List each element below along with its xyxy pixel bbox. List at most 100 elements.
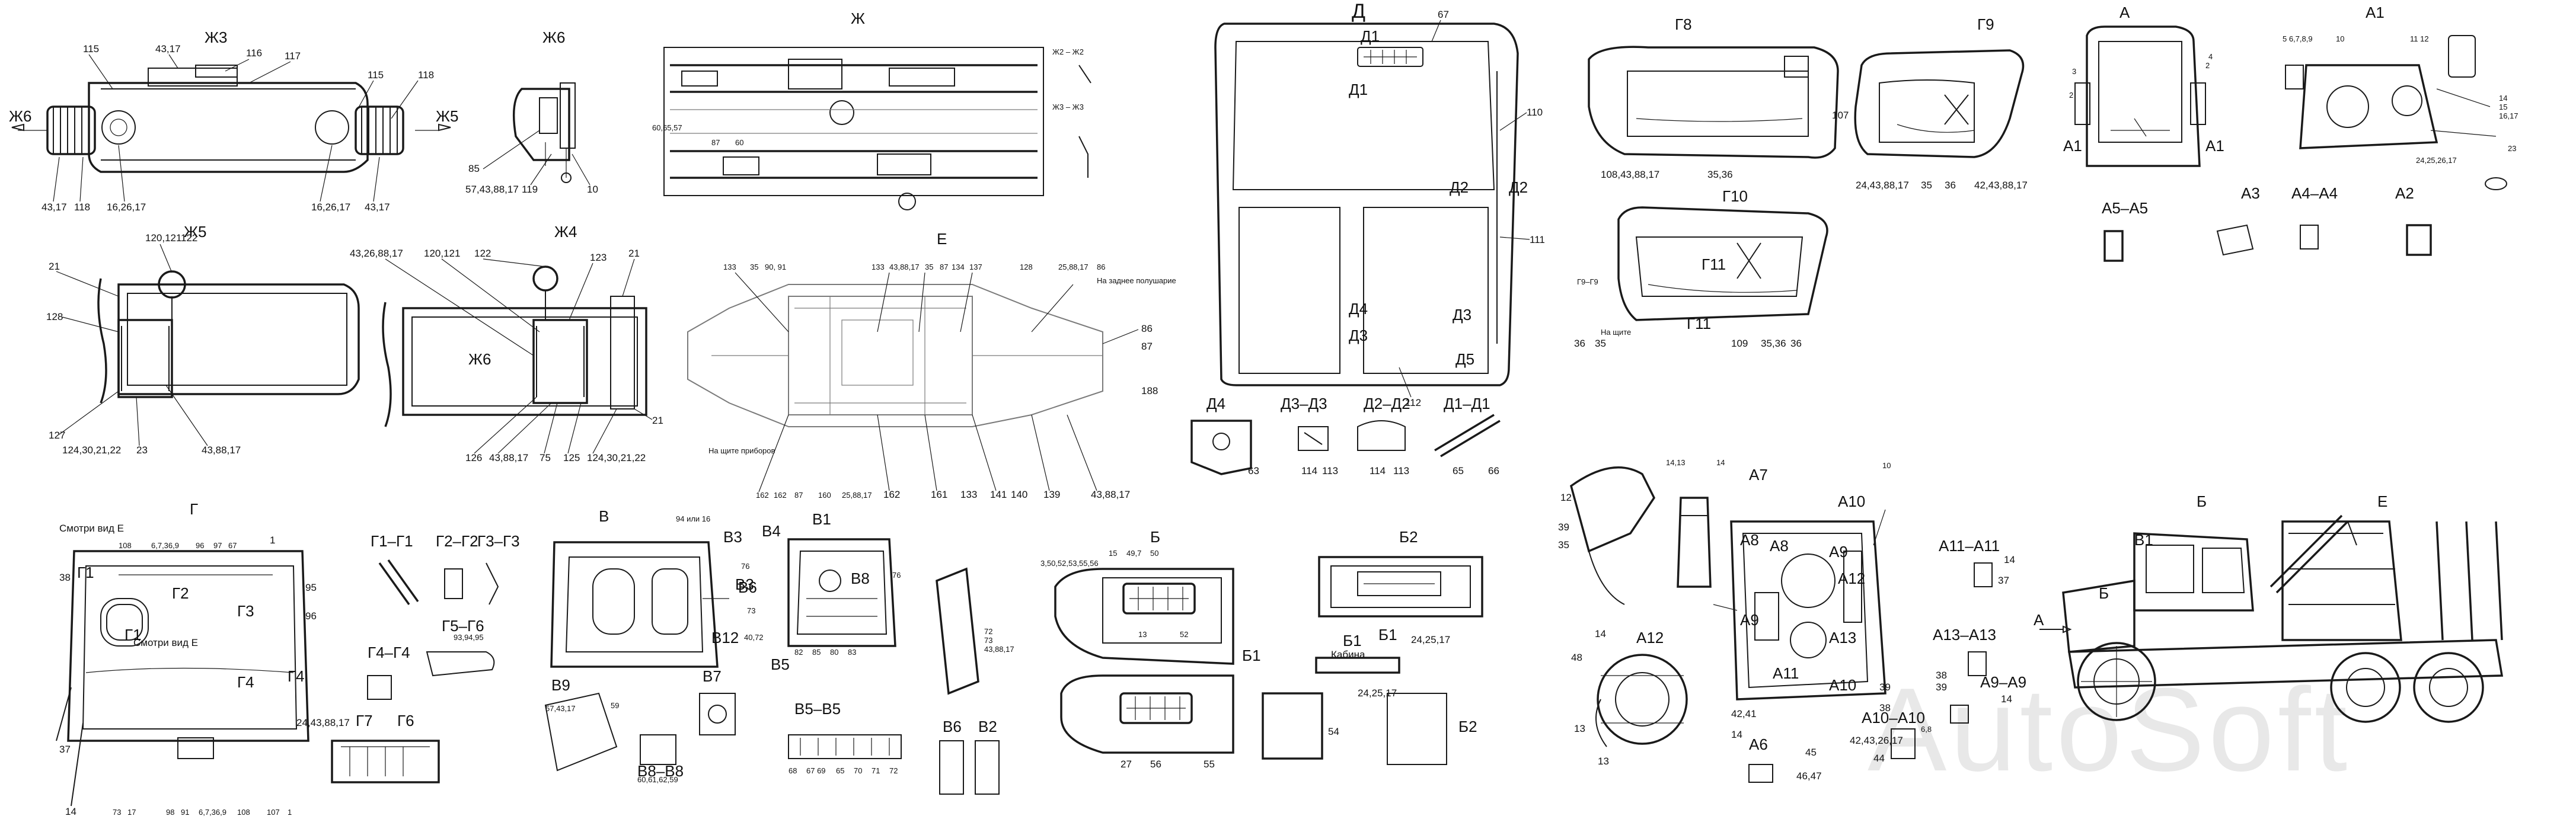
- callout: 56: [1150, 759, 1161, 770]
- svg-text:В6: В6: [738, 578, 757, 596]
- callout: 43,17: [155, 43, 181, 55]
- callout: 113: [1393, 465, 1409, 476]
- svg-text:37: 37: [59, 744, 71, 755]
- svg-text:67 69: 67 69: [806, 766, 826, 775]
- callout: 27: [1121, 759, 1132, 770]
- svg-text:А2: А2: [2395, 184, 2414, 202]
- callout: 111: [1530, 234, 1545, 245]
- svg-text:108: 108: [237, 808, 250, 817]
- svg-text:70: 70: [854, 766, 862, 775]
- svg-text:162: 162: [774, 491, 787, 500]
- svg-text:А9: А9: [1829, 543, 1848, 561]
- svg-text:А11–А11: А11–А11: [1939, 537, 2000, 555]
- svg-text:97: 97: [213, 541, 222, 550]
- svg-text:96: 96: [196, 541, 204, 550]
- view-zh3: Ж3 Ж6 Ж5 115 43,17 116 117 115 118 118 4…: [9, 28, 458, 213]
- callout: 14: [1731, 729, 1742, 740]
- callout: 44: [1873, 753, 1885, 764]
- svg-text:Д1: Д1: [1361, 27, 1380, 45]
- svg-text:133: 133: [872, 263, 885, 271]
- svg-text:50: 50: [1150, 549, 1158, 558]
- na-zadnee-label: На заднее полушарие: [1097, 276, 1176, 285]
- svg-text:Г6: Г6: [397, 712, 414, 730]
- svg-text:Д5: Д5: [1455, 350, 1474, 368]
- callout: 39: [1558, 522, 1569, 533]
- svg-text:162: 162: [756, 491, 769, 500]
- smotri-vid-e-label-2: Смотри вид Е: [133, 637, 198, 648]
- svg-text:96: 96: [305, 610, 317, 622]
- callout: 24,25,17: [1411, 634, 1450, 645]
- callout: 35: [1921, 180, 1932, 191]
- view-g8: Г8 108,43,88,17 35,36: [1588, 15, 1839, 180]
- svg-text:Д3: Д3: [1453, 306, 1471, 324]
- svg-text:60: 60: [735, 138, 743, 147]
- svg-text:60,65,57: 60,65,57: [652, 123, 682, 132]
- svg-text:Г3: Г3: [237, 602, 254, 620]
- callout: 13: [1574, 723, 1585, 734]
- svg-text:Г2–Г2: Г2–Г2: [436, 532, 478, 550]
- svg-text:Б2: Б2: [1458, 718, 1477, 735]
- callout: 117: [285, 50, 301, 62]
- view-label-b: Б: [1150, 528, 1160, 546]
- view-label-v: В: [599, 507, 609, 525]
- svg-text:43,88,17: 43,88,17: [889, 263, 920, 271]
- svg-text:87: 87: [794, 491, 803, 500]
- svg-text:Д3–Д3: Д3–Д3: [1281, 395, 1327, 412]
- svg-text:А8: А8: [1740, 531, 1759, 549]
- callout: 65: [1453, 465, 1464, 476]
- view-a7: А7 А10 14,13 14 10 12 39 35 А8 А8 А9 А9 …: [1558, 458, 1891, 719]
- svg-text:15: 15: [1109, 549, 1117, 558]
- callout: 140: [1011, 489, 1027, 500]
- view-g10: Г10 Г11 Г11 Г9–Г9 На щите 36 35 109 35,3…: [1574, 187, 1828, 349]
- view-label-d: Д: [1352, 0, 1365, 23]
- svg-text:24,25,26,17: 24,25,26,17: [2416, 156, 2457, 165]
- svg-text:35: 35: [925, 263, 933, 271]
- svg-text:3,50,52,53,55,56: 3,50,52,53,55,56: [1040, 559, 1099, 568]
- svg-text:В7: В7: [703, 667, 722, 685]
- callout: 119: [522, 184, 538, 195]
- svg-text:Д2: Д2: [1450, 178, 1469, 196]
- svg-text:Г1: Г1: [77, 564, 94, 581]
- svg-text:4: 4: [2208, 52, 2213, 61]
- svg-text:Ж3 – Ж3: Ж3 – Ж3: [1052, 103, 1084, 111]
- ili-16-label: 94 или 16: [676, 514, 710, 523]
- svg-text:87: 87: [711, 138, 720, 147]
- callout: 35,36: [1761, 338, 1786, 349]
- svg-text:В5: В5: [771, 655, 790, 673]
- callout: 116: [246, 47, 262, 59]
- svg-text:5 6,7,8,9: 5 6,7,8,9: [2283, 34, 2313, 43]
- callout: 35: [1558, 539, 1569, 551]
- svg-text:Г2: Г2: [172, 584, 189, 602]
- svg-text:Е: Е: [2377, 492, 2387, 510]
- callout: 12: [1560, 492, 1572, 503]
- callout: 161: [931, 489, 947, 500]
- svg-text:3: 3: [2072, 67, 2076, 76]
- svg-text:95: 95: [305, 582, 317, 593]
- view-g-details: Г1–Г1 Г2–Г2 Г3–Г3 Г4–Г4 Г5–Г6 Г7 Г6 93,9…: [331, 532, 520, 783]
- svg-text:134: 134: [952, 263, 965, 271]
- svg-text:71: 71: [872, 766, 880, 775]
- callout: 42,43,88,17: [1974, 180, 2028, 191]
- svg-text:15: 15: [2499, 103, 2507, 111]
- svg-text:72: 72: [889, 766, 898, 775]
- svg-text:Ж6: Ж6: [468, 350, 491, 368]
- svg-text:Д2: Д2: [1509, 178, 1528, 196]
- svg-text:67: 67: [228, 541, 237, 550]
- view-label-g: Г: [190, 500, 198, 518]
- callout: 85: [468, 163, 480, 174]
- callout: 48: [1571, 652, 1582, 663]
- svg-text:90, 91: 90, 91: [765, 263, 786, 271]
- callout: 86: [1141, 323, 1153, 334]
- view-label-zh3: Ж3: [205, 28, 227, 46]
- view-label-b2: Б2: [1399, 528, 1418, 546]
- svg-text:13: 13: [1138, 630, 1147, 639]
- svg-text:В8: В8: [851, 570, 870, 587]
- svg-text:87: 87: [940, 263, 948, 271]
- view-label-g10: Г10: [1722, 187, 1748, 205]
- callout: 141: [990, 489, 1007, 500]
- svg-text:В5–В5: В5–В5: [794, 700, 841, 718]
- view-label-a: А: [2119, 4, 2130, 21]
- callout: 112: [1405, 397, 1421, 408]
- callout: 109: [1731, 338, 1748, 349]
- smotri-vid-e-label-1: Смотри вид Е: [59, 523, 124, 534]
